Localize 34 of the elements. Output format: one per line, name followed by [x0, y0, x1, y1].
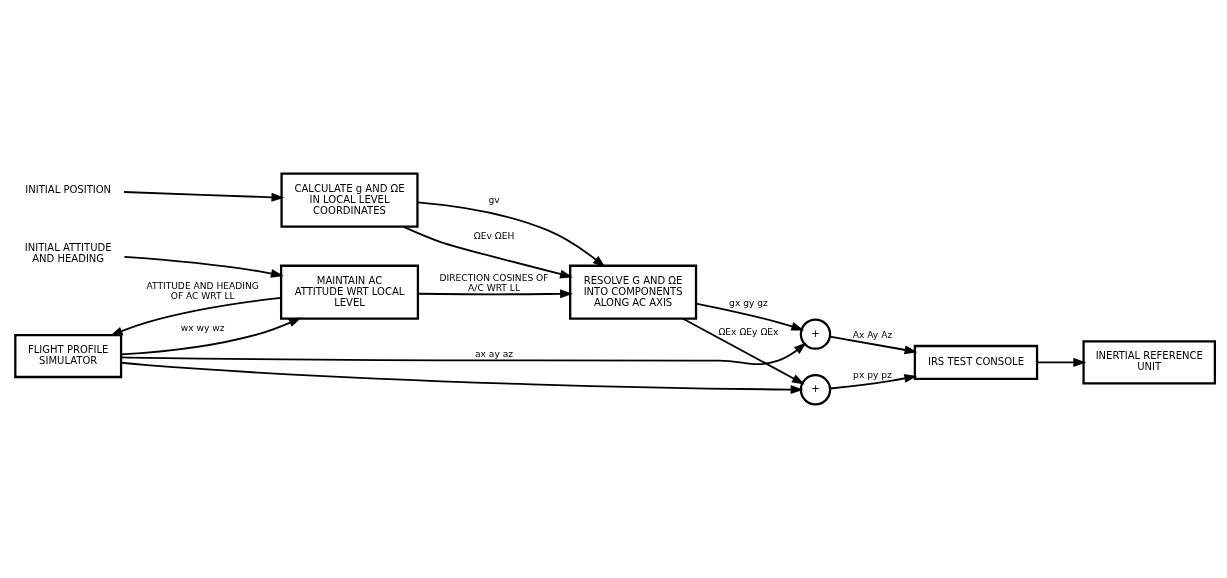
node-circle: +: [799, 374, 832, 406]
edge-label: ax ay az: [474, 348, 514, 359]
edge-label: gx gy gz: [729, 297, 768, 308]
arrow: [123, 191, 285, 202]
edge-label: DIRECTION COSINES OF A/C WRT LL: [439, 273, 549, 294]
arrow: [416, 201, 606, 268]
edge-label: Ax Ay Az: [852, 329, 893, 340]
node-box: INERTIAL REFERENCE UNIT: [1082, 340, 1217, 385]
arrow: [109, 296, 282, 336]
edge-label: ΩEx ΩEy ΩEx: [718, 327, 779, 338]
edge-label: px py pz: [853, 369, 892, 380]
node-box: CALCULATE g AND ΩE IN LOCAL LEVEL COORDINATES: [280, 172, 419, 228]
node-text: INITIAL ATTITUDE AND HEADING: [24, 241, 112, 264]
node-box: FLIGHT PROFILE SIMULATOR: [14, 333, 123, 379]
edge-label: ATTITUDE AND HEADING OF AC WRT LL: [146, 280, 259, 301]
node-box: RESOLVE G AND ΩE INTO COMPONENTS ALONG AC AXIS: [569, 264, 698, 320]
arrow: [120, 342, 807, 366]
arrow: [120, 317, 302, 356]
arrow: [829, 335, 918, 355]
node-circle: +: [799, 318, 832, 350]
arrow: [829, 374, 918, 390]
node-box: MAINTAIN AC ATTITUDE WRT LOCAL LEVEL: [280, 264, 420, 320]
edge-label: wx wy wz: [180, 323, 225, 334]
arrow: [123, 256, 284, 278]
edge-label: gv: [488, 194, 500, 205]
arrow: [682, 317, 805, 385]
edge-label: ΩEv ΩEH: [473, 231, 515, 242]
arrow: [120, 361, 804, 395]
arrow: [417, 289, 573, 299]
arrow: [1036, 357, 1087, 367]
node-text: INITIAL POSITION: [25, 183, 112, 195]
arrow: [402, 225, 573, 279]
node-box: IRS TEST CONSOLE: [913, 344, 1039, 380]
arrow: [695, 302, 805, 331]
